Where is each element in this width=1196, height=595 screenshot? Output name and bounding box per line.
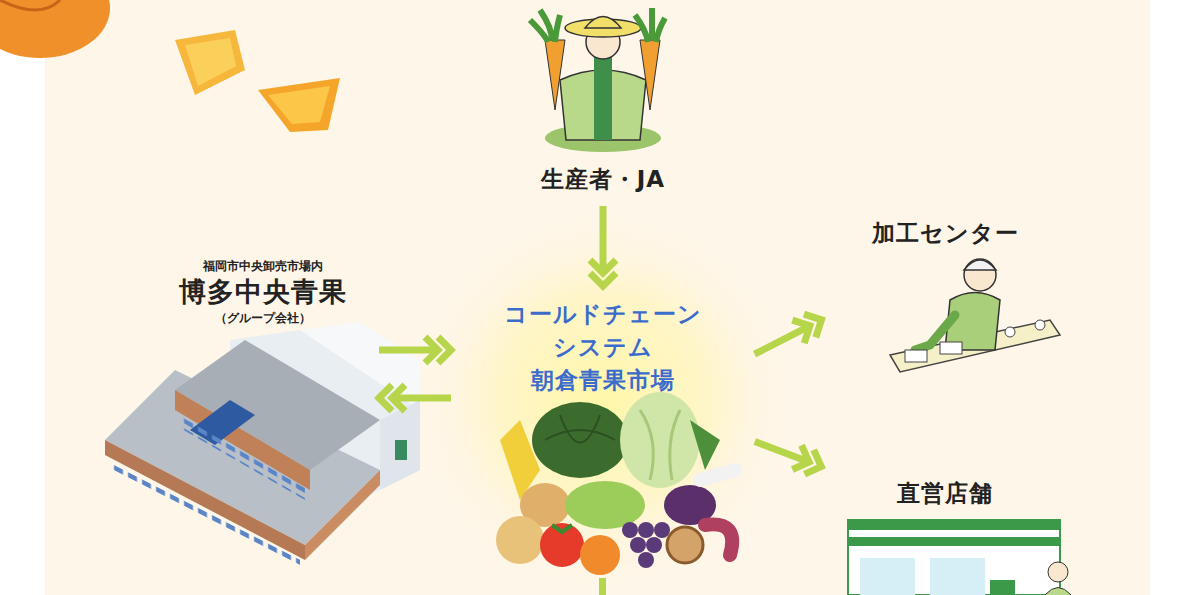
shape [705,524,732,555]
wholesale-label: 博多中央青果 [179,275,347,309]
shape [848,537,1060,546]
shape [638,552,654,568]
shape [540,523,584,567]
shape [594,55,612,140]
shape [580,535,620,575]
shape [1005,327,1015,337]
shape [545,415,615,443]
node-label: 加工センター [872,218,1019,248]
shape [640,410,680,480]
shape [565,481,645,529]
arrow-line [755,328,806,354]
arrow-line [397,395,451,402]
shape [1035,320,1045,330]
shape [690,420,720,470]
processing-node: 加工センター [825,212,1065,392]
shape [305,470,380,560]
wholesale-label: 福岡市中央卸売市場内 [203,257,323,275]
market-node: コールドチェーン システム 朝倉青果市場 [455,290,751,575]
shape [585,17,621,29]
market-building-illustration [105,322,420,568]
shape [640,40,660,110]
shape [180,416,305,500]
shape [905,350,927,362]
shape [185,38,236,86]
shape [1045,588,1071,595]
shape [622,522,670,568]
shape [654,522,670,538]
flow-arrow [379,385,451,411]
shape [848,520,1060,530]
node-label: 直営店舗 [897,478,993,508]
shape [268,86,330,124]
arrow-stub [599,578,606,595]
arrow-head [792,320,810,343]
shape [646,537,662,553]
vegetable-illustration [496,392,735,575]
arrow-line [755,441,805,460]
arrow-head [392,385,405,411]
flow-arrow [590,206,616,286]
wholesale-node: 福岡市中央卸売市場内博多中央青果（グループ会社） [150,255,375,545]
shape [530,10,560,42]
arrow-line [379,347,433,354]
flow-arrow [755,441,822,474]
shape [990,580,1015,595]
shape [496,516,544,564]
shape [552,525,572,532]
shape [964,260,996,270]
shape [635,8,665,42]
shape [964,259,996,291]
shape [175,30,245,95]
shape [545,40,565,110]
shape [630,537,646,553]
shape [667,527,703,563]
node-label: 生産者・JA [541,164,665,194]
shape [700,470,735,480]
wholesale-label: （グループ会社） [215,309,311,327]
shape [940,342,962,354]
shape [175,390,310,490]
shape [638,522,654,538]
shape [175,340,380,470]
shape [930,558,985,595]
arrow-line [600,206,607,268]
farmer-illustration [530,8,665,152]
arrow-head [590,260,616,273]
shape [1048,562,1068,582]
shape [532,402,628,478]
shape [620,392,700,488]
shape [622,522,638,538]
shape [395,440,407,460]
persimmon-illustration [0,0,340,132]
arrow-head [792,445,809,469]
store-node: 直営店舗 [825,474,1065,595]
shape [0,0,110,58]
worker-illustration [890,259,1060,372]
flow-arrow [379,337,451,363]
source-node: 生産者・JA [500,160,706,202]
hub-label: コールドチェーン システム 朝倉青果市場 [488,298,718,397]
flow-arrow [755,314,822,354]
store-illustration [848,520,1071,595]
shape [860,558,915,595]
shape [0,0,60,10]
shape [848,520,1060,595]
shape [380,400,420,490]
shape [258,78,340,132]
arrow-head [425,337,438,363]
